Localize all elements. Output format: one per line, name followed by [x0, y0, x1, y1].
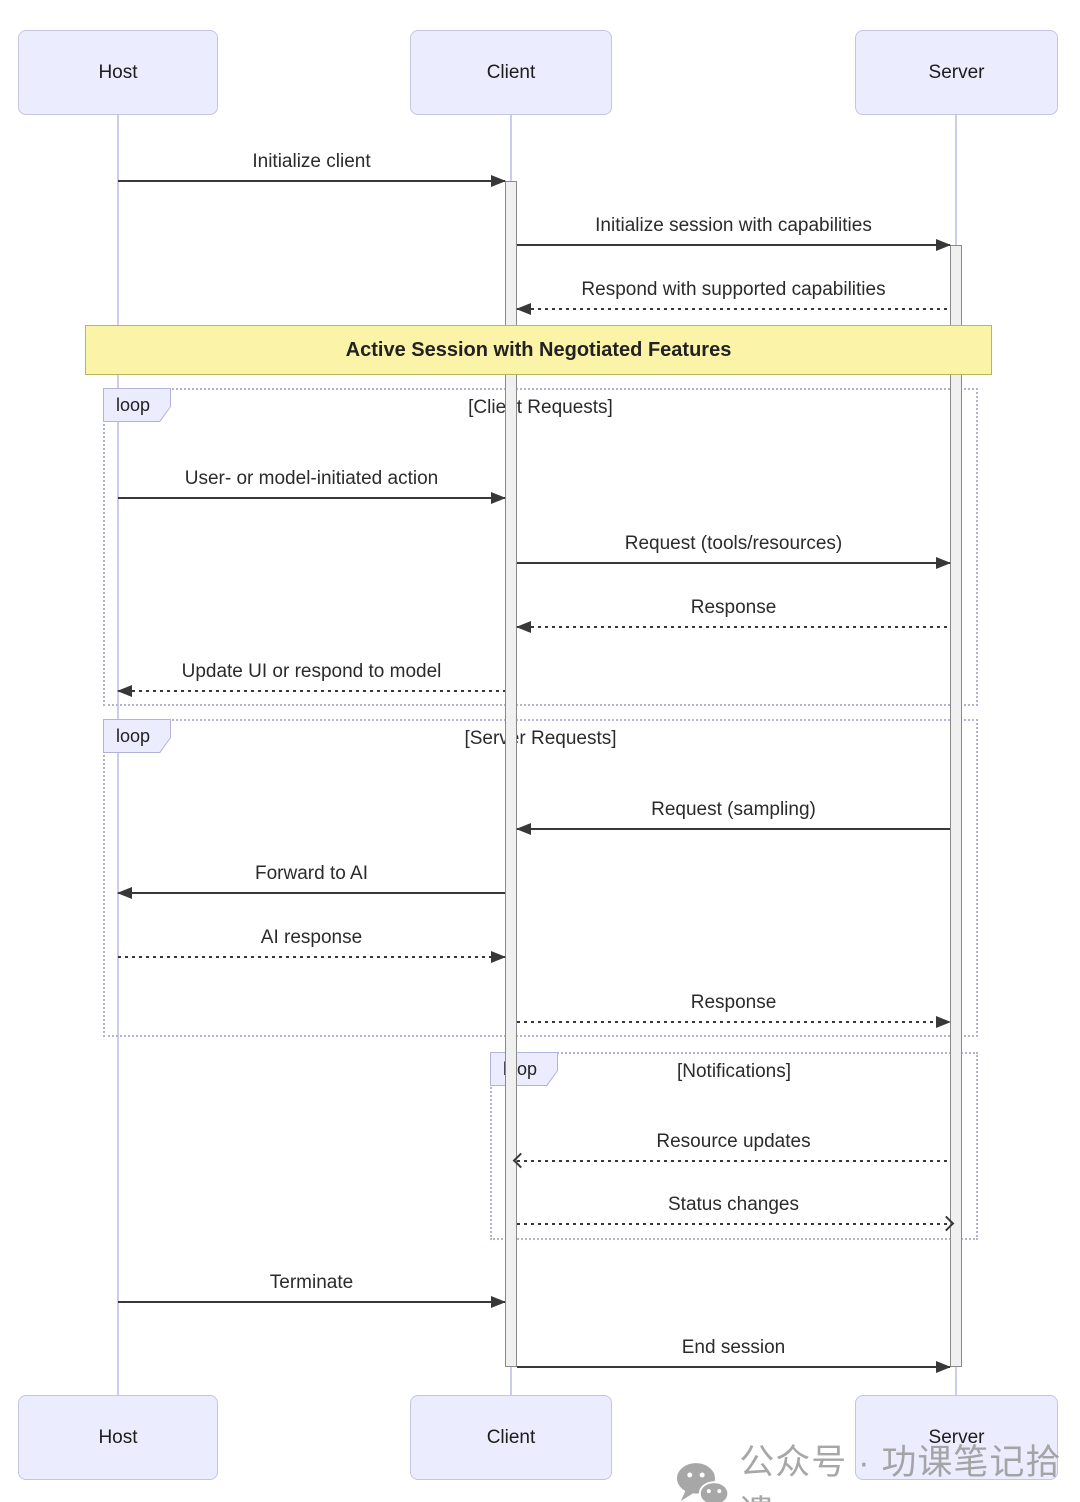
- message-line: [118, 956, 505, 958]
- actor-server-bottom: Server: [855, 1395, 1058, 1480]
- message-label: Initialize client: [252, 151, 371, 172]
- wechat-icon: [676, 1463, 730, 1502]
- activation-bar-server: [950, 245, 962, 1367]
- arrowhead-icon: [936, 557, 951, 569]
- message-label: Request (tools/resources): [624, 533, 843, 554]
- message-label: Respond with supported capabilities: [581, 279, 886, 300]
- loop-label: loop: [103, 388, 171, 422]
- watermark: 公众号 · 功课笔记拾遗: [676, 1434, 1080, 1502]
- arrowhead-icon: [516, 621, 531, 633]
- message-line: [517, 1366, 950, 1368]
- arrowhead-icon: [491, 1296, 506, 1308]
- arrowhead-icon: [491, 951, 506, 963]
- message-line: [517, 828, 950, 830]
- actor-client-top: Client: [410, 30, 612, 115]
- message-line: [118, 892, 505, 894]
- arrowhead-icon: [936, 1361, 951, 1373]
- loop-frame-client-requests: loop [Client Requests]: [103, 388, 978, 706]
- message-line: [118, 690, 505, 692]
- actor-host-bottom: Host: [18, 1395, 218, 1480]
- message-line: [517, 1160, 950, 1162]
- message-line: [517, 244, 950, 246]
- arrowhead-icon: [936, 1016, 951, 1028]
- message-line: [517, 1021, 950, 1023]
- arrowhead-icon: [936, 239, 951, 251]
- message-label: Update UI or respond to model: [181, 661, 442, 682]
- message-line: [118, 1301, 505, 1303]
- message-label: AI response: [260, 927, 363, 948]
- message-line: [118, 497, 505, 499]
- message-label: Response: [690, 597, 777, 618]
- activation-bar-client: [505, 181, 517, 1367]
- loop-label: loop: [103, 719, 171, 753]
- loop-title: [Client Requests]: [468, 397, 613, 418]
- message-line: [517, 626, 950, 628]
- message-line: [517, 562, 950, 564]
- message-label: Response: [690, 992, 777, 1013]
- actor-server-top: Server: [855, 30, 1058, 115]
- arrowhead-icon: [491, 175, 506, 187]
- message-label: Status changes: [668, 1194, 799, 1215]
- watermark-text: 公众号 · 功课笔记拾遗: [739, 1443, 1062, 1502]
- message-label: End session: [681, 1337, 786, 1358]
- arrowhead-icon: [516, 823, 531, 835]
- message-label: Request (sampling): [651, 799, 816, 820]
- message-label: Initialize session with capabilities: [595, 215, 872, 236]
- actor-host-top: Host: [18, 30, 218, 115]
- arrowhead-icon: [117, 685, 132, 697]
- message-line: [517, 1223, 950, 1225]
- note-active-session: Active Session with Negotiated Features: [85, 325, 992, 375]
- loop-title: [Server Requests]: [464, 728, 617, 749]
- loop-label-text: loop: [104, 389, 170, 421]
- message-line: [517, 308, 950, 310]
- loop-title: [Notifications]: [676, 1061, 792, 1082]
- actor-client-bottom: Client: [410, 1395, 612, 1480]
- loop-frame-server-requests: loop [Server Requests]: [103, 719, 978, 1037]
- arrowhead-icon: [491, 492, 506, 504]
- message-label: User- or model-initiated action: [184, 468, 439, 489]
- message-line: [118, 180, 505, 182]
- loop-label-text: loop: [104, 720, 170, 752]
- message-label: Terminate: [269, 1272, 354, 1293]
- message-label: Resource updates: [656, 1131, 811, 1152]
- message-label: Forward to AI: [255, 863, 368, 884]
- lifeline-host: [117, 115, 119, 1395]
- arrowhead-icon: [516, 303, 531, 315]
- arrowhead-icon: [117, 887, 132, 899]
